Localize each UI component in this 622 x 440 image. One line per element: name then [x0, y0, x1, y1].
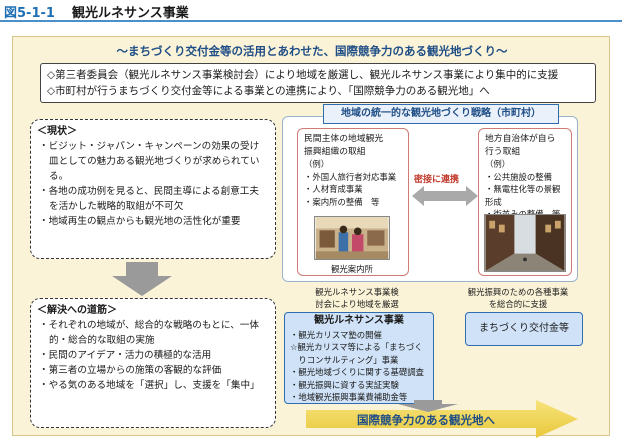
private-org-heading-1: 民間主体の地域観光 — [304, 134, 384, 144]
down-arrow — [112, 262, 172, 296]
note-right: 観光振興のための各種事業 を総合的に支援 — [448, 286, 588, 310]
headline: ～まちづくり交付金等の活用とあわせた、国際競争力のある観光地づくり～ — [116, 44, 508, 58]
goal-label: 国際競争力のある観光地へ — [357, 413, 495, 427]
current-state-box: ＜現状＞ ・ビジット・ジャパン・キャンペーンの効果の受け皿としての魅力ある観光地… — [30, 119, 276, 259]
private-org-item: ・外国人旅行者対応事業 — [304, 171, 397, 182]
solution-item: ・民間のアイデア・活力の積極的な活用 — [39, 350, 212, 361]
current-state-title: ＜現状＞ — [37, 126, 77, 137]
local-gov-heading-1: 地方自治体が自ら — [485, 134, 556, 144]
local-gov-example-label: （例） — [485, 159, 511, 169]
renaissance-item: ・地域観光振興事業費補助金等 — [290, 392, 408, 402]
figure-title: 観光ルネサンス事業 — [72, 6, 189, 21]
figure-number: 図5-1-1 — [4, 6, 55, 21]
renaissance-item: りコンサルティング」事業 — [290, 354, 399, 365]
townscape-photo — [484, 214, 566, 272]
intro-line-1: ◇第三者委員会（観光ルネサンス事業検討会）により地域を厳選し、観光ルネサンス事業… — [47, 69, 559, 81]
renaissance-project-box: 観光ルネサンス事業 ・観光カリスマ塾の開催 ☆観光カリスマ等による「まちづく り… — [284, 312, 434, 404]
renaissance-item: ・観光振興に資する実証実験 — [290, 379, 399, 390]
solution-title: ＜解決への道筋＞ — [37, 305, 117, 316]
solution-item: ・やる気のある地域を「選択」し、支援を「集中」 — [39, 380, 260, 391]
private-org-item: ・案内所の整備 等 — [304, 196, 380, 207]
note-left: 観光ルネサンス事業検 討会により地域を厳選 — [290, 286, 424, 310]
intro-box: ◇第三者委員会（観光ルネサンス事業検討会）により地域を厳選し、観光ルネサンス事業… — [40, 63, 596, 103]
current-state-item: ・地域再生の観点からも観光地の活性化が重要 — [39, 216, 241, 227]
renaissance-item: ☆観光カリスマ等による「まちづく — [290, 342, 423, 352]
private-org-heading-2: 振興組織の取組 — [304, 146, 366, 157]
intro-line-2: ◇市町村が行うまちづくり交付金等による事業との連携により、「国際競争力のある観光… — [47, 85, 490, 97]
figure-header: 図5-1-1 観光ルネサンス事業 — [0, 0, 622, 22]
local-gov-item: ・公共施設の整備 — [485, 171, 552, 182]
solution-item: ・それぞれの地域が、総合的な戦略のもとに、一体的・総合的な取組の実施 — [39, 320, 259, 346]
goal-down-arrow — [398, 400, 458, 412]
local-gov-heading-2: 行う取組 — [485, 146, 521, 157]
renaissance-item: ・観光地域づくりに関する基礎調査 — [290, 367, 424, 377]
note-left-line-1: 観光ルネサンス事業検 — [315, 287, 399, 297]
solution-item: ・第三者の立場からの施策の客観的な評価 — [39, 365, 222, 376]
photo-caption: 観光案内所 — [331, 264, 373, 274]
cooperation-label: 密接に連携 — [414, 175, 460, 185]
private-org-item: ・人材育成事業 — [304, 184, 363, 194]
current-state-item: ・各地の成功例を見ると、民間主導による創意工夫を活かした戦略的取組が不可欠 — [39, 186, 259, 212]
current-state-item: ・ビジット・ジャパン・キャンペーンの効果の受け皿としての魅力ある観光地づくりが求… — [39, 141, 260, 182]
goal-arrow — [306, 400, 578, 438]
cooperation-arrow — [412, 186, 478, 206]
note-left-line-2: 討会により地域を厳選 — [315, 299, 399, 309]
town-development-grant-box: まちづくり交付金等 — [465, 312, 583, 346]
strategy-label: 地域の統一的な観光地づくり戦略（市町村） — [323, 104, 559, 124]
tourist-info-photo — [314, 216, 390, 260]
local-gov-item: ・無電柱化等の景観形成 — [485, 184, 561, 207]
private-org-example-label: （例） — [304, 159, 330, 169]
note-right-line-2: を総合的に支援 — [488, 299, 548, 309]
renaissance-project-title: 観光ルネサンス事業 — [314, 315, 404, 326]
note-right-line-1: 観光振興のための各種事業 — [467, 287, 569, 297]
solution-box: ＜解決への道筋＞ ・それぞれの地域が、総合的な戦略のもとに、一体的・総合的な取組… — [30, 298, 276, 428]
renaissance-item: ・観光カリスマ塾の開催 — [290, 329, 382, 340]
